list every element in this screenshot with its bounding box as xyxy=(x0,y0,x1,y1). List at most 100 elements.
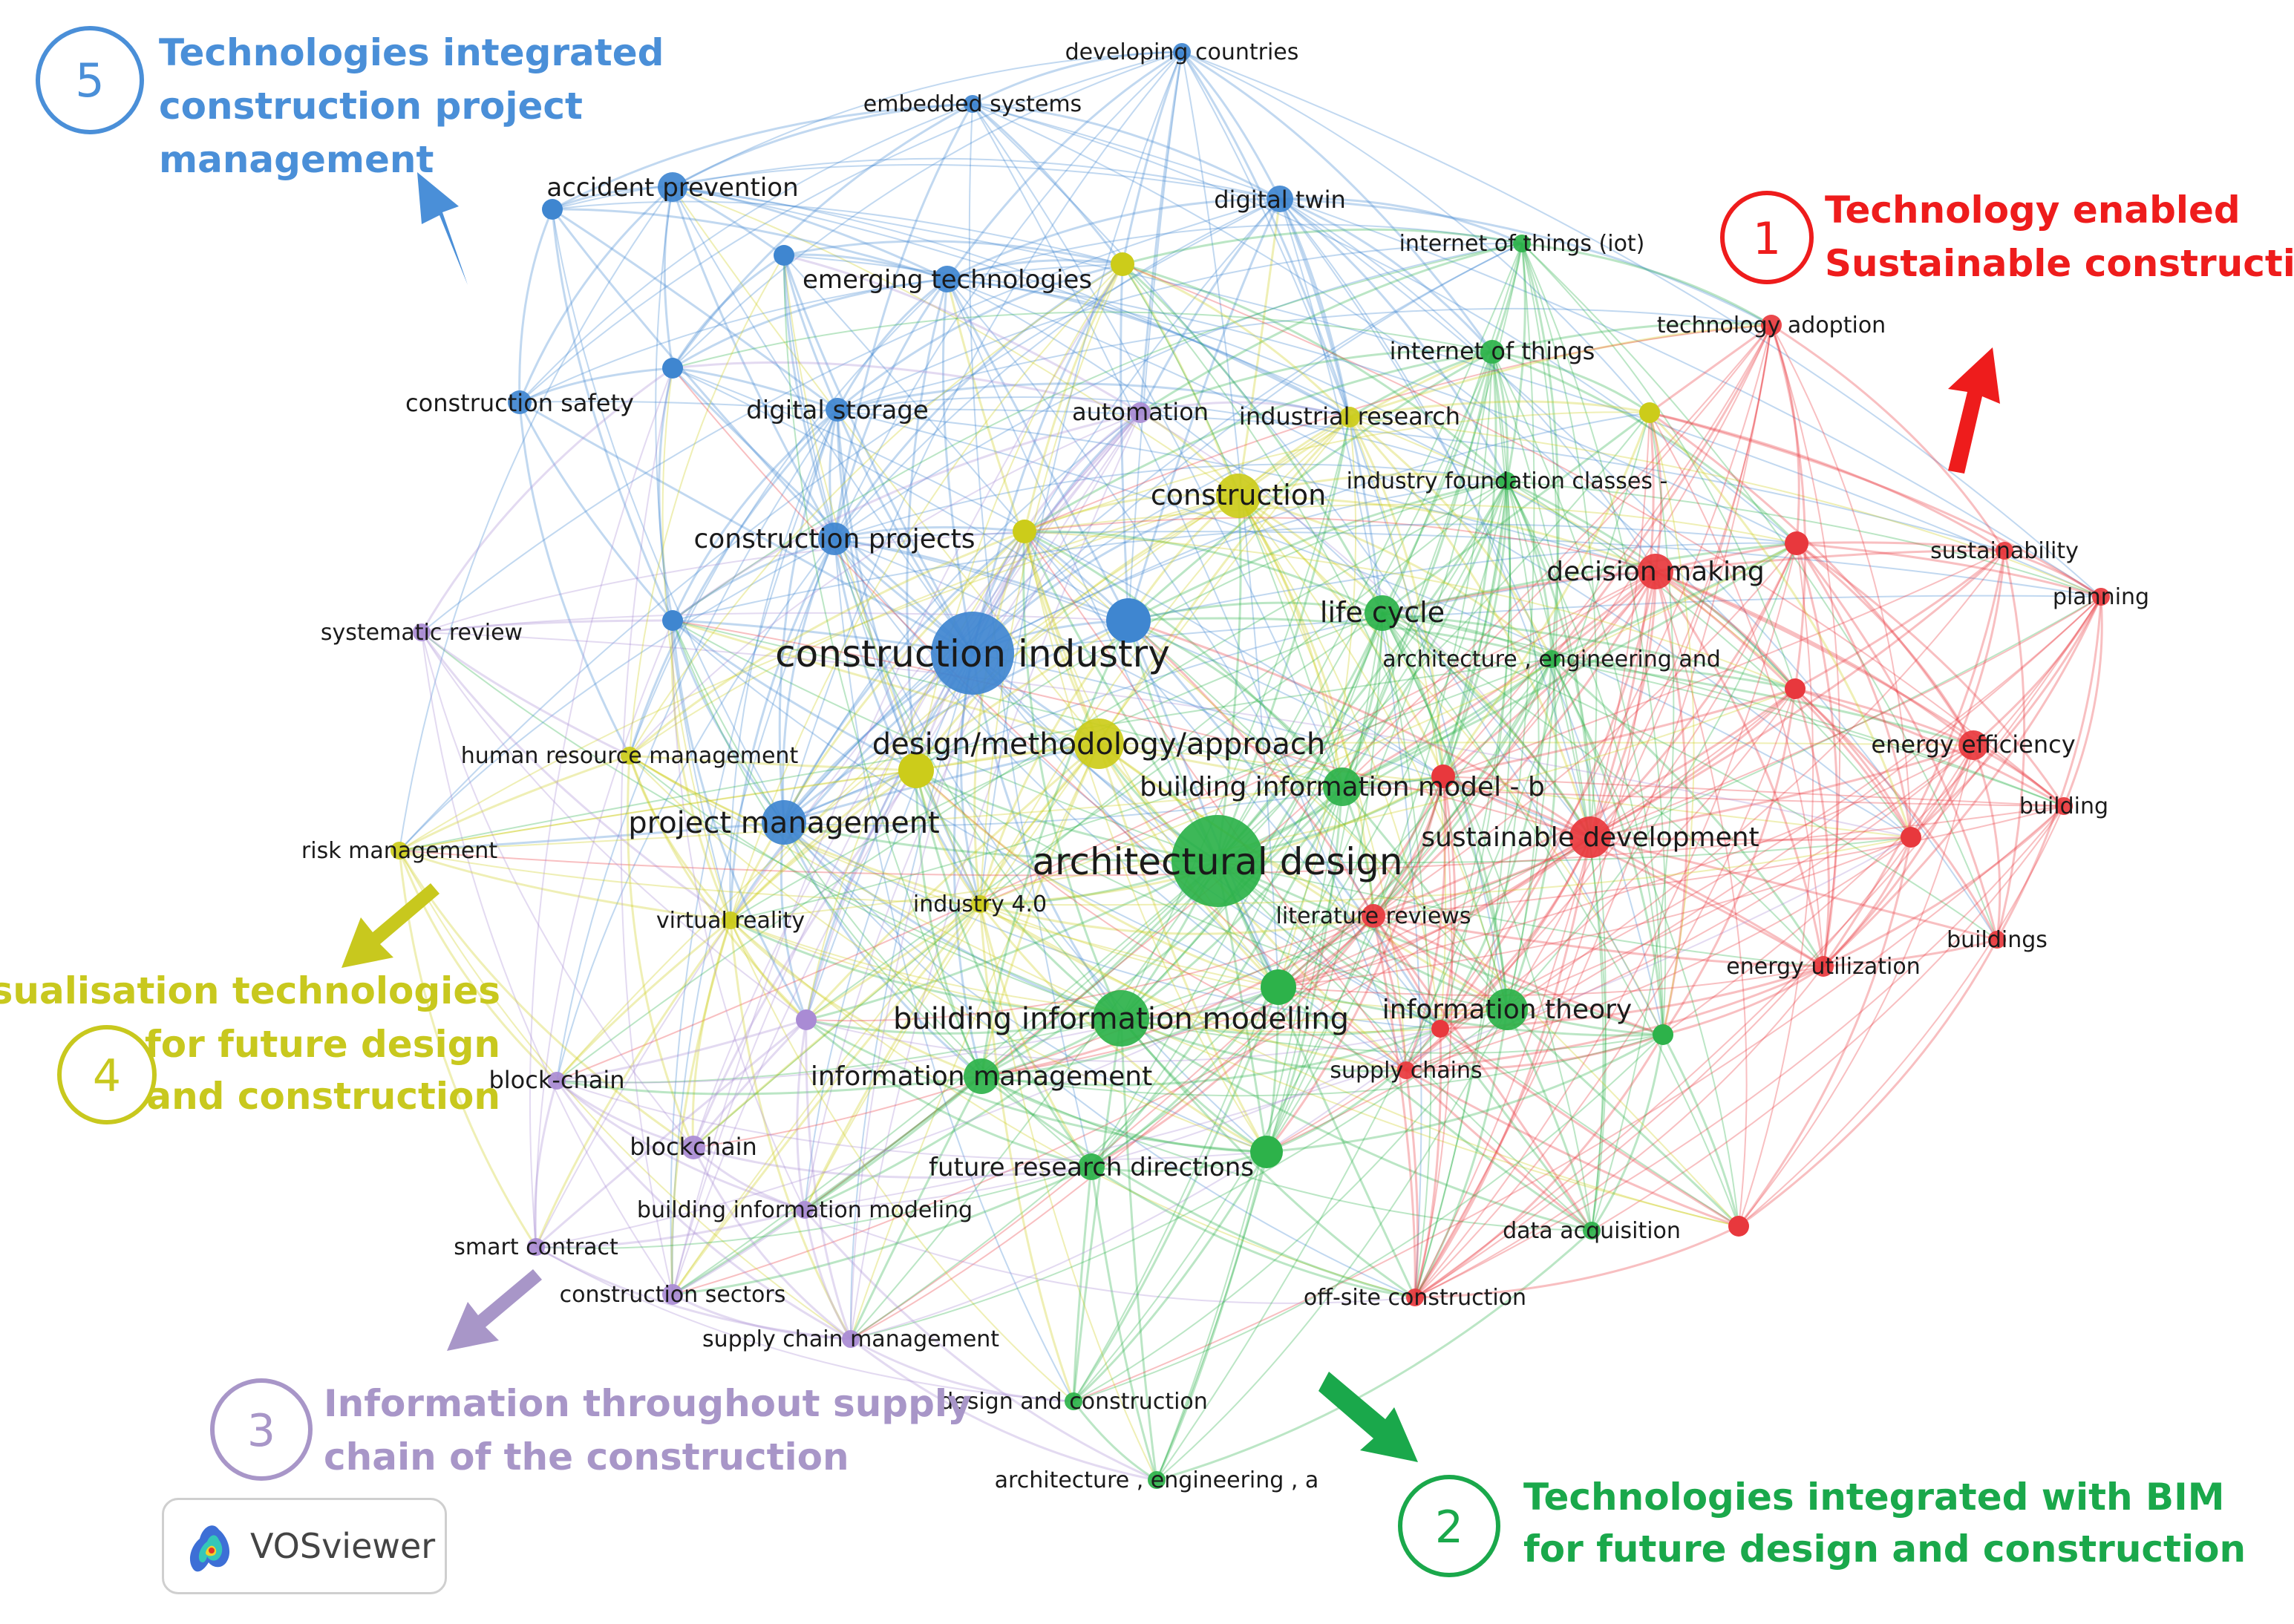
network-edge xyxy=(671,254,785,369)
node-n21[interactable] xyxy=(1638,554,1673,589)
node-n41[interactable] xyxy=(548,1072,566,1090)
network-edge xyxy=(1770,324,1807,690)
network-edge xyxy=(834,525,1025,540)
node-n42[interactable] xyxy=(682,1136,705,1159)
node-n29[interactable] xyxy=(1569,816,1611,858)
node-n47[interactable] xyxy=(662,1284,683,1305)
node-n30[interactable] xyxy=(413,623,431,641)
node-n50[interactable] xyxy=(1065,1392,1082,1410)
network-edge xyxy=(971,263,1124,654)
network-edge xyxy=(629,755,1279,988)
node-n14[interactable] xyxy=(964,95,981,113)
network-edge xyxy=(1128,479,1508,622)
network-edge xyxy=(1551,658,2065,807)
network-edge xyxy=(535,1245,852,1340)
network-edge xyxy=(730,920,1441,1033)
network-edge xyxy=(1373,914,1824,968)
network-edge xyxy=(629,755,1267,1153)
network-edge xyxy=(915,770,1407,1071)
node-n43[interactable] xyxy=(1078,1153,1105,1180)
network-edge xyxy=(783,822,1267,1153)
network-edge xyxy=(849,652,973,1340)
network-edge xyxy=(556,1079,694,1149)
node-n27[interactable] xyxy=(2055,797,2073,815)
network-edge xyxy=(837,263,1123,411)
network-edge xyxy=(783,255,917,771)
annotation-2-line-1: Technologies integrated with BIM xyxy=(1523,1476,2225,1519)
node-n22[interactable] xyxy=(1996,542,2013,560)
node-n49[interactable] xyxy=(842,1330,860,1348)
network-edge xyxy=(1349,416,2102,597)
network-edge xyxy=(1589,571,1657,838)
node-n13[interactable] xyxy=(1173,43,1191,61)
node-n39[interactable] xyxy=(964,1058,999,1094)
node-n36[interactable] xyxy=(1988,931,2006,949)
annotation-1-circle xyxy=(1720,191,1814,284)
node-n19[interactable] xyxy=(1498,472,1516,490)
node-n25[interactable] xyxy=(1543,650,1561,668)
network-edge xyxy=(1342,542,1797,788)
network-edge xyxy=(551,209,674,621)
arrow-cluster-5 xyxy=(417,172,468,285)
node-n7[interactable] xyxy=(818,523,851,555)
network-edge xyxy=(421,531,1025,633)
node-n10[interactable] xyxy=(934,266,961,292)
network-edge xyxy=(421,632,673,1295)
node-n31[interactable] xyxy=(621,747,638,764)
node-n8[interactable] xyxy=(658,172,687,202)
network-edge xyxy=(1738,744,1974,1227)
node-n48[interactable] xyxy=(1406,1289,1424,1306)
node-n44[interactable] xyxy=(796,1201,814,1219)
network-edge xyxy=(1909,596,2102,839)
network-edge xyxy=(834,537,1129,622)
network-edge xyxy=(1440,836,1592,1030)
node-n33[interactable] xyxy=(722,911,739,929)
node-n6[interactable] xyxy=(1216,474,1261,518)
node-n32[interactable] xyxy=(390,842,408,860)
network-edge xyxy=(691,920,732,1148)
network-edge xyxy=(972,103,1796,690)
node-n2[interactable] xyxy=(1171,815,1264,907)
node-n16[interactable] xyxy=(1480,340,1504,364)
network-edge xyxy=(805,412,1141,1021)
node-n35[interactable] xyxy=(1362,904,1385,928)
node-n9[interactable] xyxy=(1267,186,1293,212)
network-edge xyxy=(399,186,673,851)
network-edge xyxy=(1120,1018,1416,1299)
node-n46[interactable] xyxy=(1583,1222,1601,1240)
network-edge xyxy=(1091,243,1523,1168)
node-n38[interactable] xyxy=(1486,989,1528,1030)
node-n51[interactable] xyxy=(1148,1471,1166,1489)
node-n12[interactable] xyxy=(826,398,849,422)
node-n3[interactable] xyxy=(762,800,806,845)
node-n26[interactable] xyxy=(1958,730,1988,760)
node-n45[interactable] xyxy=(527,1238,545,1256)
network-edge xyxy=(1024,531,1796,690)
node-n37[interactable] xyxy=(1813,956,1834,977)
network-edge xyxy=(915,770,983,1077)
annotation-1-line-1: Technology enabled xyxy=(1825,189,2241,232)
node-label-n30: systematic review xyxy=(321,620,523,646)
network-edge xyxy=(780,822,808,1021)
node-n34[interactable] xyxy=(971,895,989,913)
node-n17[interactable] xyxy=(1130,402,1151,423)
node-n5[interactable] xyxy=(1074,718,1124,769)
node-n20[interactable] xyxy=(1761,315,1782,335)
network-edge xyxy=(1341,612,1384,788)
network-edge xyxy=(1073,1034,1664,1402)
network-edge xyxy=(981,986,1279,1078)
node-n18[interactable] xyxy=(1339,407,1360,428)
node-n28[interactable] xyxy=(1323,767,1362,806)
network-edge xyxy=(1120,1018,1664,1054)
node-n15[interactable] xyxy=(1513,235,1531,252)
network-edge xyxy=(1278,776,1445,989)
node-n1[interactable] xyxy=(931,612,1014,695)
node-n4[interactable] xyxy=(1093,990,1149,1047)
network-edge xyxy=(672,243,1523,621)
network-edge xyxy=(1156,412,1650,1481)
node-n23[interactable] xyxy=(2092,588,2110,606)
node-n24[interactable] xyxy=(1365,595,1400,631)
network-edge xyxy=(980,620,1130,1077)
node-n40[interactable] xyxy=(1397,1061,1415,1079)
node-n11[interactable] xyxy=(508,390,532,414)
